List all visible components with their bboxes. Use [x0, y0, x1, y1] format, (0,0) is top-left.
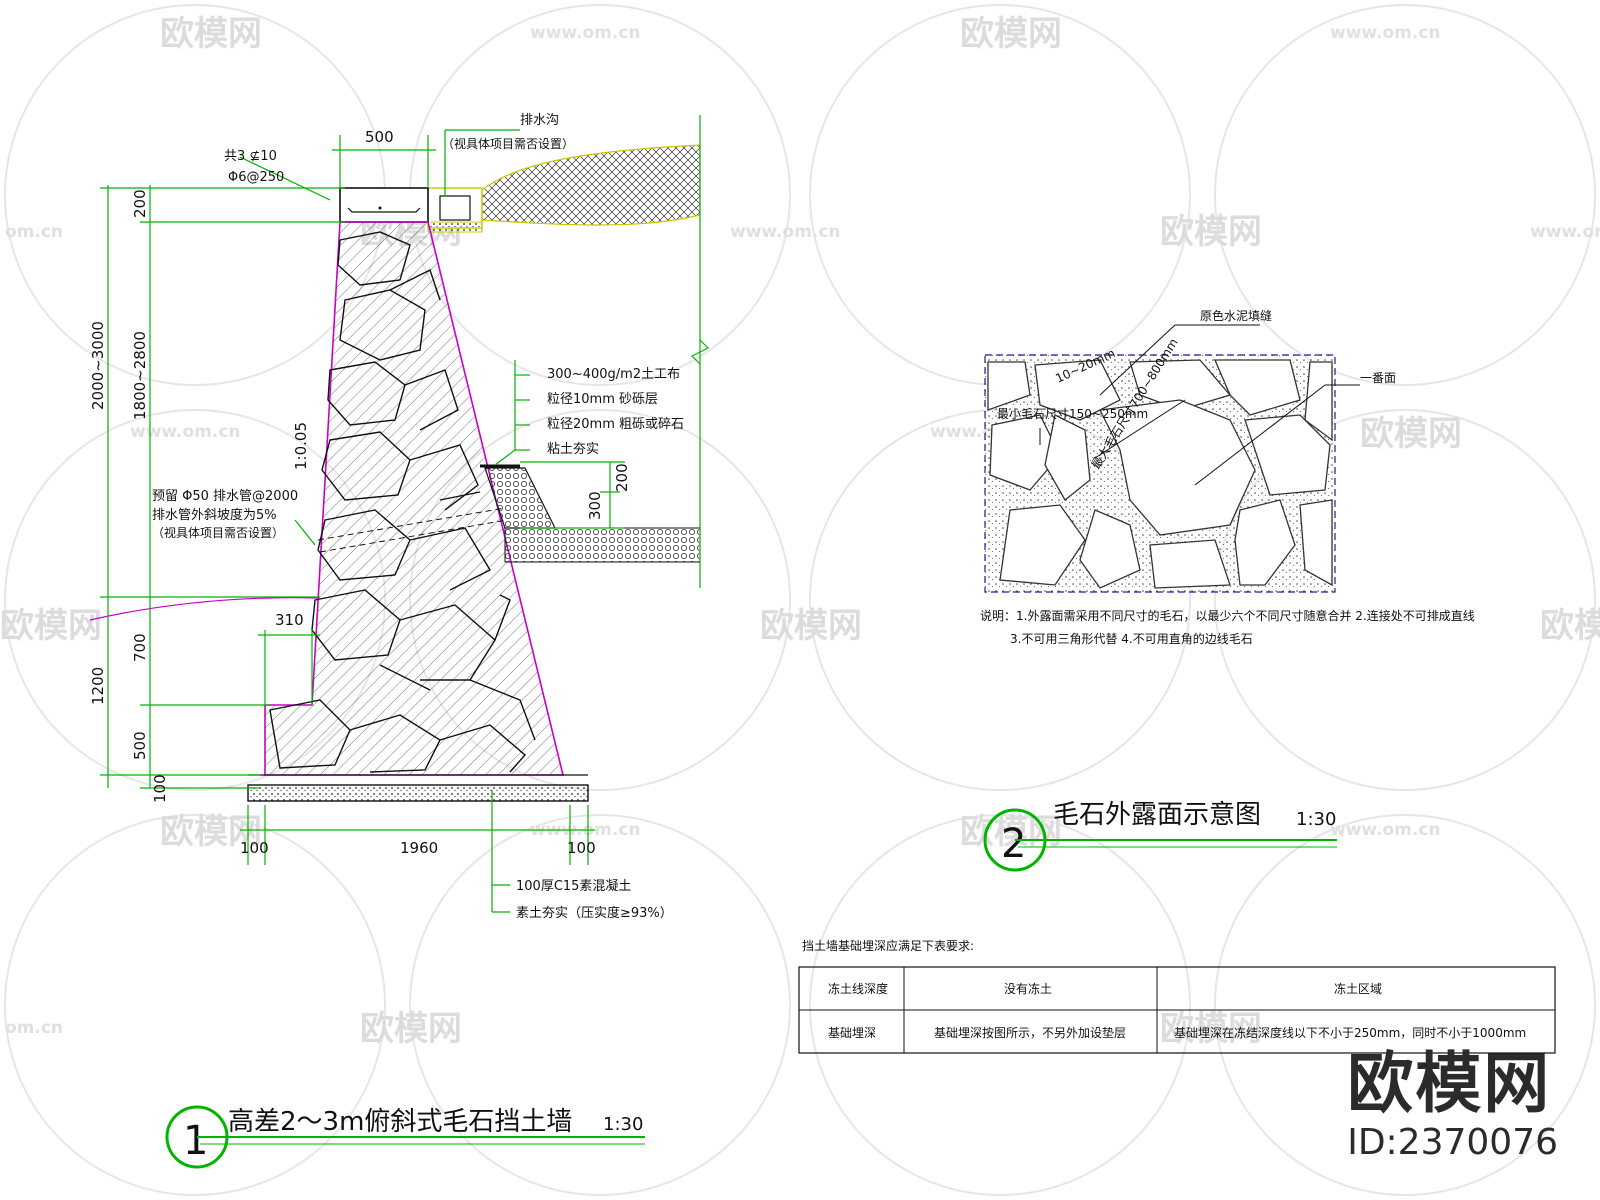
label-mortar: 原色水泥填缝: [1200, 308, 1272, 323]
stamp-id: ID:2370076: [1347, 1122, 1558, 1163]
wall-cap: [339, 187, 429, 223]
label-face: 一番面: [1360, 371, 1396, 385]
filter-note-1: 300~400g/m2土工布: [547, 367, 680, 382]
filter-note-3: 粒径20mm 粗砾或碎石: [547, 417, 684, 432]
stamp-brand: 欧模网: [1347, 1045, 1552, 1122]
watermark-brand: 欧模网: [160, 14, 262, 54]
dim-top-width: 500: [365, 128, 394, 146]
dim-1200: 1200: [89, 667, 107, 705]
watermark-brand-group: 欧模网 欧模网 欧模网 欧模网 欧模网 欧模网 欧模网 欧模网 欧模网 欧模网 …: [0, 14, 1600, 1049]
table-cell: 基础埋深: [828, 1026, 876, 1040]
dim-cap: 200: [131, 189, 149, 218]
dim-200-right: 200: [613, 463, 631, 492]
dim-base-mid: 1960: [400, 839, 438, 857]
dimension-lines: [100, 129, 625, 913]
watermark-url-short: om.cn: [5, 1018, 63, 1038]
front-fill: [504, 527, 701, 563]
watermark-url: www.om.cn: [130, 422, 241, 442]
watermark-brand: 欧模网: [160, 812, 262, 852]
retaining-wall-section: 500 共3 ⊈10 Φ6@250 排水沟 （视具体项目需否设置） 2000~3…: [89, 113, 710, 1169]
rebar-label-1: 共3 ⊈10: [224, 149, 277, 164]
dim-310: 310: [275, 611, 304, 629]
drain-channel: [427, 187, 483, 233]
table-caption: 挡土墙基础埋深应满足下表要求:: [802, 938, 974, 953]
watermark-url-short: om.cn: [5, 222, 63, 242]
table-header: 没有冻土: [1004, 981, 1052, 996]
filter-note-2: 粒径10mm 砂砾层: [547, 392, 658, 407]
filter-note-4: 粘土夯实: [547, 442, 599, 457]
watermark-url: www.om.cn: [530, 23, 641, 43]
drawing-scale: 1:30: [1296, 809, 1336, 830]
face-stones: [987, 359, 1333, 589]
drawing-title: 高差2～3m俯斜式毛石挡土墙: [228, 1107, 572, 1137]
watermark-url: www.om.cn: [1530, 222, 1600, 242]
watermark-brand: 欧模网: [760, 606, 862, 646]
slope-ratio: 1:0.05: [292, 422, 310, 470]
dim-100-side: 100: [151, 774, 169, 803]
watermark-url: www.om.cn: [1330, 820, 1441, 840]
watermark-url-group: www.om.cn www.om.cn www.om.cn www.om.cn …: [5, 23, 1600, 1038]
dim-700: 700: [131, 633, 149, 662]
dim-height-wall: 1800~2800: [131, 331, 149, 420]
notes-line-1: 说明：1.外露面需采用不同尺寸的毛石，以最少六个不同尺寸随意合并 2.连接处不可…: [980, 608, 1475, 623]
base-note-2: 素土夯实（压实度≥93%）: [516, 905, 673, 921]
pipe-note-2: 排水管外斜坡度为5%: [152, 507, 277, 523]
watermark-url: www.om.cn: [1330, 23, 1441, 43]
watermark-brand: 欧模网: [960, 14, 1062, 54]
watermark-brand: 欧模网: [360, 1009, 462, 1049]
dim-300-right: 300: [586, 491, 604, 520]
drawing-title: 毛石外露面示意图: [1053, 800, 1261, 830]
dim-base-right: 100: [567, 839, 596, 857]
drain-pipe: [317, 507, 508, 553]
source-stamp: 欧模网 ID:2370076: [1347, 1030, 1558, 1163]
drawing-scale: 1:30: [603, 1114, 643, 1135]
watermark-brand: 欧模网: [1160, 1009, 1262, 1049]
rubble-face-detail: 原色水泥填缝 一番面 10~20mm 最小毛石尺寸150~250mm 最大毛石尺…: [980, 308, 1475, 872]
drain-label: 排水沟: [520, 113, 559, 128]
table-cell: 基础埋深在冻结深度线以下不小于250mm，同时不小于1000mm: [1174, 1025, 1526, 1040]
watermark-brand: 欧模网: [1360, 414, 1462, 454]
pipe-note-3: （视具体项目需否设置）: [152, 525, 284, 540]
watermark-brand: 欧模网: [1160, 212, 1262, 252]
label-min-stone: 最小毛石尺寸150~250mm: [997, 407, 1148, 421]
pipe-note-1: 预留 Φ50 排水管@2000: [152, 489, 298, 504]
table-cell: 基础埋深按图所示，不另外加设垫层: [934, 1025, 1126, 1040]
foundation-depth-table: 挡土墙基础埋深应满足下表要求: 冻土线深度 没有冻土 冻土区域 基础埋深 基础埋…: [798, 938, 1556, 1054]
dim-height-total: 2000~3000: [89, 321, 107, 410]
backfill-soil: [481, 144, 701, 226]
watermark-brand: 欧模网: [0, 606, 102, 646]
rubble-stones: [269, 231, 536, 773]
dim-500: 500: [131, 731, 149, 760]
notes-line-2: 3.不可用三角形代替 4.不可用直角的边线毛石: [1010, 631, 1253, 646]
dim-base-left: 100: [240, 839, 269, 857]
drawing-number: 2: [1001, 821, 1026, 867]
drain-note: （视具体项目需否设置）: [442, 136, 574, 151]
drawing-number: 1: [183, 1118, 208, 1164]
foundation-slab: [247, 784, 589, 802]
base-note-1: 100厚C15素混凝土: [516, 878, 631, 894]
table-header: 冻土线深度: [828, 981, 888, 996]
table-header: 冻土区域: [1334, 981, 1382, 996]
watermark-url: www.om.cn: [730, 222, 841, 242]
rebar-label-2: Φ6@250: [228, 170, 284, 185]
watermark-brand: 欧模网: [1540, 606, 1600, 646]
